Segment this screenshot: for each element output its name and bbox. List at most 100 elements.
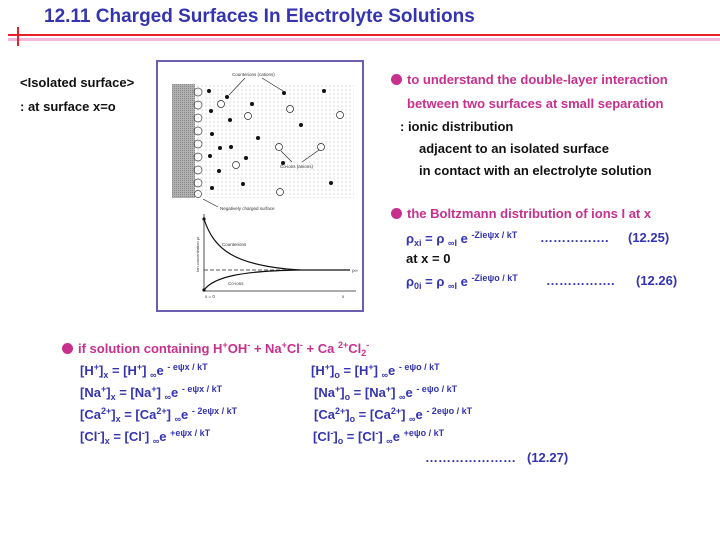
equation-text: = [Cl	[343, 429, 376, 444]
graph-counterions-label: Counterions	[222, 242, 247, 247]
equation-supscript: 2+	[390, 406, 402, 416]
equation-text: ]	[401, 407, 410, 422]
bullet-double-layer: to understand the double-layer interacti…	[391, 72, 668, 87]
equation-text: e	[159, 429, 171, 444]
equation-text: e	[415, 407, 427, 422]
equation-number: (12.26)	[636, 273, 678, 288]
equation-subscript: o	[334, 370, 340, 380]
equation-text: ]	[166, 407, 175, 422]
title-rule-shadow	[8, 38, 720, 41]
bullet-text: if solution containing H+OH- + Na+Cl- + …	[78, 340, 370, 358]
equation-text: [Na	[314, 385, 335, 400]
equation-text: if solution containing H	[78, 341, 223, 356]
equation-text: = [Cl	[109, 429, 142, 444]
equation-text: e	[405, 385, 417, 400]
equation-12-25: ρxi = ρ ∞I e -Zieψx / kT	[406, 230, 517, 248]
equation-text: ]	[142, 363, 151, 378]
equation-supscript: +eψx / kT	[170, 428, 211, 438]
equation-subscript: ∞	[409, 414, 416, 424]
equation-text: = [H	[339, 363, 369, 378]
equation-text: = ρ	[421, 274, 449, 289]
y-axis-label: Ion concentration ρi	[195, 237, 200, 272]
equation-subscript: x	[115, 414, 121, 424]
equation-text: ]	[329, 363, 335, 378]
equation-text: [Ca	[80, 407, 101, 422]
equation-subscript: ∞	[399, 392, 406, 402]
equation-text: e	[156, 363, 168, 378]
equation-text: ]	[345, 407, 350, 422]
equation-supscript: -Zieψx / kT	[471, 230, 518, 240]
equation-text: ]	[100, 429, 105, 444]
equation-supscript: - eψo / kT	[416, 384, 458, 394]
equation-text: e	[170, 385, 182, 400]
equation-subscript: o	[344, 392, 351, 402]
surface-condition: : at surface x=o	[20, 99, 116, 114]
equation-subscript: ∞	[381, 370, 389, 380]
slide-title: 12.11 Charged Surfaces In Electrolyte So…	[44, 6, 475, 27]
equation-text: [Cl	[80, 429, 98, 444]
equation-text: = [Ca	[120, 407, 157, 422]
equation-text: [Na	[80, 385, 101, 400]
equation-na-o: [Na+]o = [Na+] ∞e - eψo / kT	[314, 384, 457, 402]
bullet-text: the Boltzmann distribution of ions I at …	[407, 206, 652, 221]
equation-dots: …………………	[425, 450, 516, 465]
equation-subscript: o	[337, 436, 344, 446]
equation-text: Cl	[286, 341, 300, 356]
equation-text: [H	[80, 363, 94, 378]
equation-supscript: -	[366, 340, 370, 350]
equation-supscript: - eψx / kT	[167, 362, 208, 372]
equation-text: = [Na	[115, 385, 152, 400]
equation-subscript: ∞	[152, 436, 160, 446]
equation-text: ]	[378, 429, 387, 444]
equation-subscript: ∞	[164, 392, 171, 402]
title-rule	[8, 34, 720, 36]
equation-text: ρ	[406, 231, 415, 246]
equation-12-26: ρ0i = ρ ∞I e -Zieψo / kT	[406, 273, 518, 291]
equation-text: = [H	[108, 363, 137, 378]
equation-text: = ρ	[421, 231, 449, 246]
equation-text: ]	[373, 363, 382, 378]
equation-text: e	[388, 363, 399, 378]
double-layer-figure: Counterions (cations) Co-ions (anions) N…	[156, 60, 364, 312]
equation-text: [H	[311, 363, 325, 378]
equation-text: = [Ca	[355, 407, 391, 422]
equation-supscript: +	[324, 362, 330, 372]
ionic-distribution: : ionic distribution	[400, 119, 514, 134]
equation-ca-x: [Ca2+]x = [Ca2+] ∞e - 2eψx / kT	[80, 406, 237, 424]
equation-text: ]	[98, 363, 104, 378]
equation-text: e	[392, 429, 404, 444]
equation-supscript: 2+	[334, 406, 346, 416]
bullet-boltzmann: the Boltzmann distribution of ions I at …	[391, 206, 651, 221]
equation-na-x: [Na+]x = [Na+] ∞e - eψx / kT	[80, 384, 222, 402]
bullet-solution: if solution containing H+OH- + Na+Cl- + …	[62, 340, 369, 358]
equation-text: [Ca	[314, 407, 335, 422]
rule-tick	[17, 27, 19, 46]
equation-dots: …………….	[546, 273, 615, 288]
equation-text: e	[456, 231, 472, 246]
label-arrows	[202, 77, 320, 208]
equation-supscript: +	[151, 384, 157, 394]
x-axis-label: x	[342, 294, 345, 299]
counterion-curve	[203, 218, 350, 271]
charged-surface	[172, 84, 195, 198]
equation-supscript: -	[375, 428, 379, 438]
equation-subscript: x	[110, 392, 116, 402]
equation-supscript: -	[141, 428, 145, 438]
coion-circles	[217, 100, 344, 196]
equation-supscript: -	[330, 428, 334, 438]
equation-text: + Na	[250, 341, 282, 356]
equation-subscript: x	[104, 436, 110, 446]
bullet-double-layer-cont: between two surfaces at small separation	[407, 96, 664, 111]
counterion-dots	[207, 89, 333, 190]
equation-text: e	[456, 274, 472, 289]
equation-h-o: [H+]o = [H+] ∞e - eψo / kT	[311, 362, 440, 380]
bullet-icon	[62, 343, 73, 354]
surface-charges	[193, 87, 203, 198]
counterions-label: Counterions (cations)	[232, 72, 275, 77]
equation-text: = [Na	[350, 385, 386, 400]
equation-supscript: - 2eψo / kT	[426, 406, 473, 416]
coions-label: Co-ions (anions)	[280, 164, 314, 169]
equation-supscript: +	[334, 384, 341, 394]
equation-text: + Ca	[302, 341, 338, 356]
equation-supscript: 2+	[156, 406, 167, 416]
